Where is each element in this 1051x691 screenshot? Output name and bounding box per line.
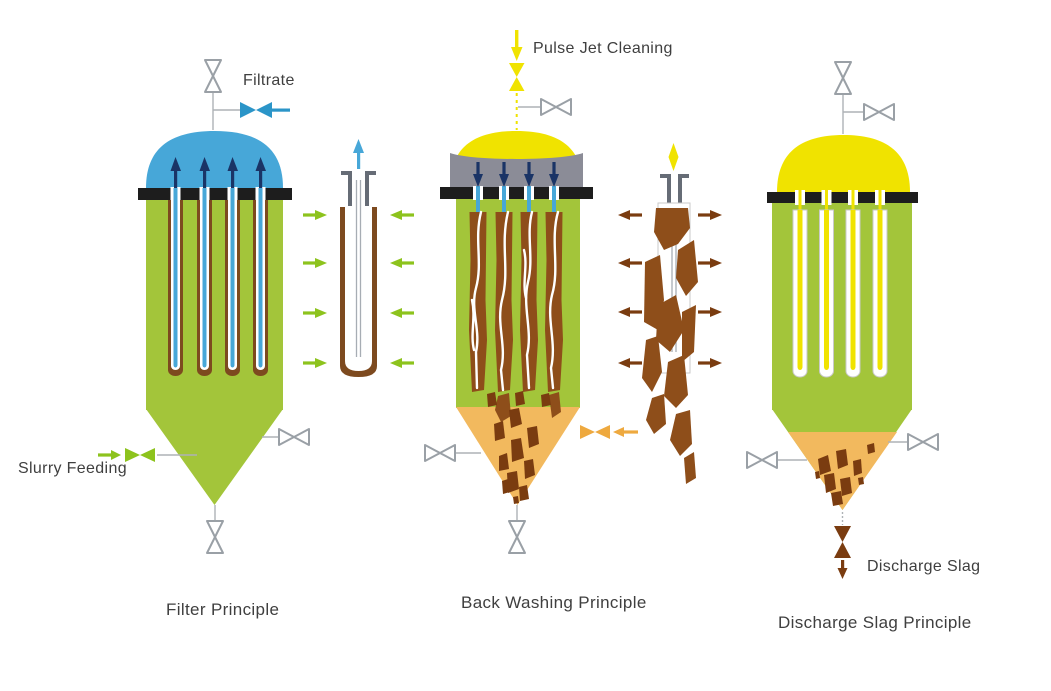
discharge-tube-plate [767,192,918,203]
backwash-vessel [424,30,638,554]
falling-cake-chunks [487,391,551,504]
filter-tube-plate [138,188,292,200]
filter-principle-title: Filter Principle [166,600,280,619]
caked-candle-tubes [469,210,563,422]
candle-detail-backwash [618,143,722,484]
side-valve-icon [262,428,310,446]
candle-nozzle [660,174,689,208]
filtrate-up-arrows [170,157,266,188]
pulse-jet-arrow-icon [668,143,679,171]
inward-flow-arrows [303,210,414,368]
discharge-slag-principle-title: Discharge Slag Principle [778,613,972,632]
pulse-jet-cleaning-label: Pulse Jet Cleaning [533,40,673,57]
top-side-valve-icon [518,98,572,116]
backwash-tube-plate [440,187,593,199]
pulse-jet-valve-icon [509,30,525,130]
cone-left-valve-icon [746,451,807,469]
cone-right-valve-icon [888,433,939,451]
candle-nozzle [341,171,376,206]
backwash-down-arrows [473,162,559,214]
filter-vessel [98,59,310,554]
filter-cone [146,409,283,505]
slurry-feeding-label: Slurry Feeding [18,460,127,477]
discharge-dome [777,135,910,192]
discharge-cone-slag-zone [788,432,897,510]
filtrate-out-arrow-icon [353,139,364,169]
filtrate-flow-icon [240,102,290,118]
settled-slag-chunks [815,443,875,506]
filter-candle-tubes [168,187,268,376]
filter-dome [146,131,283,188]
backwash-inlet-valve-icon [580,425,638,439]
outward-flow-arrows [618,210,722,368]
cone-side-valve-icon [424,444,481,462]
slag-discharge-valve-icon [834,512,851,579]
discharge-slag-label: Discharge Slag [867,558,981,575]
top-valve-icon [834,61,895,134]
filtrate-label: Filtrate [243,72,295,89]
top-valve-icon [204,59,242,130]
breaking-cake [642,208,698,484]
candle-detail-filtering [303,139,414,377]
back-washing-principle-title: Back Washing Principle [461,593,647,612]
clean-candle-tubes [792,189,888,378]
bottom-valve-icon [206,505,224,554]
discharge-vessel [746,61,939,579]
slurry-feed-valve-icon [98,448,197,462]
bottom-valve-icon [508,505,526,554]
backwash-dome [450,153,583,187]
